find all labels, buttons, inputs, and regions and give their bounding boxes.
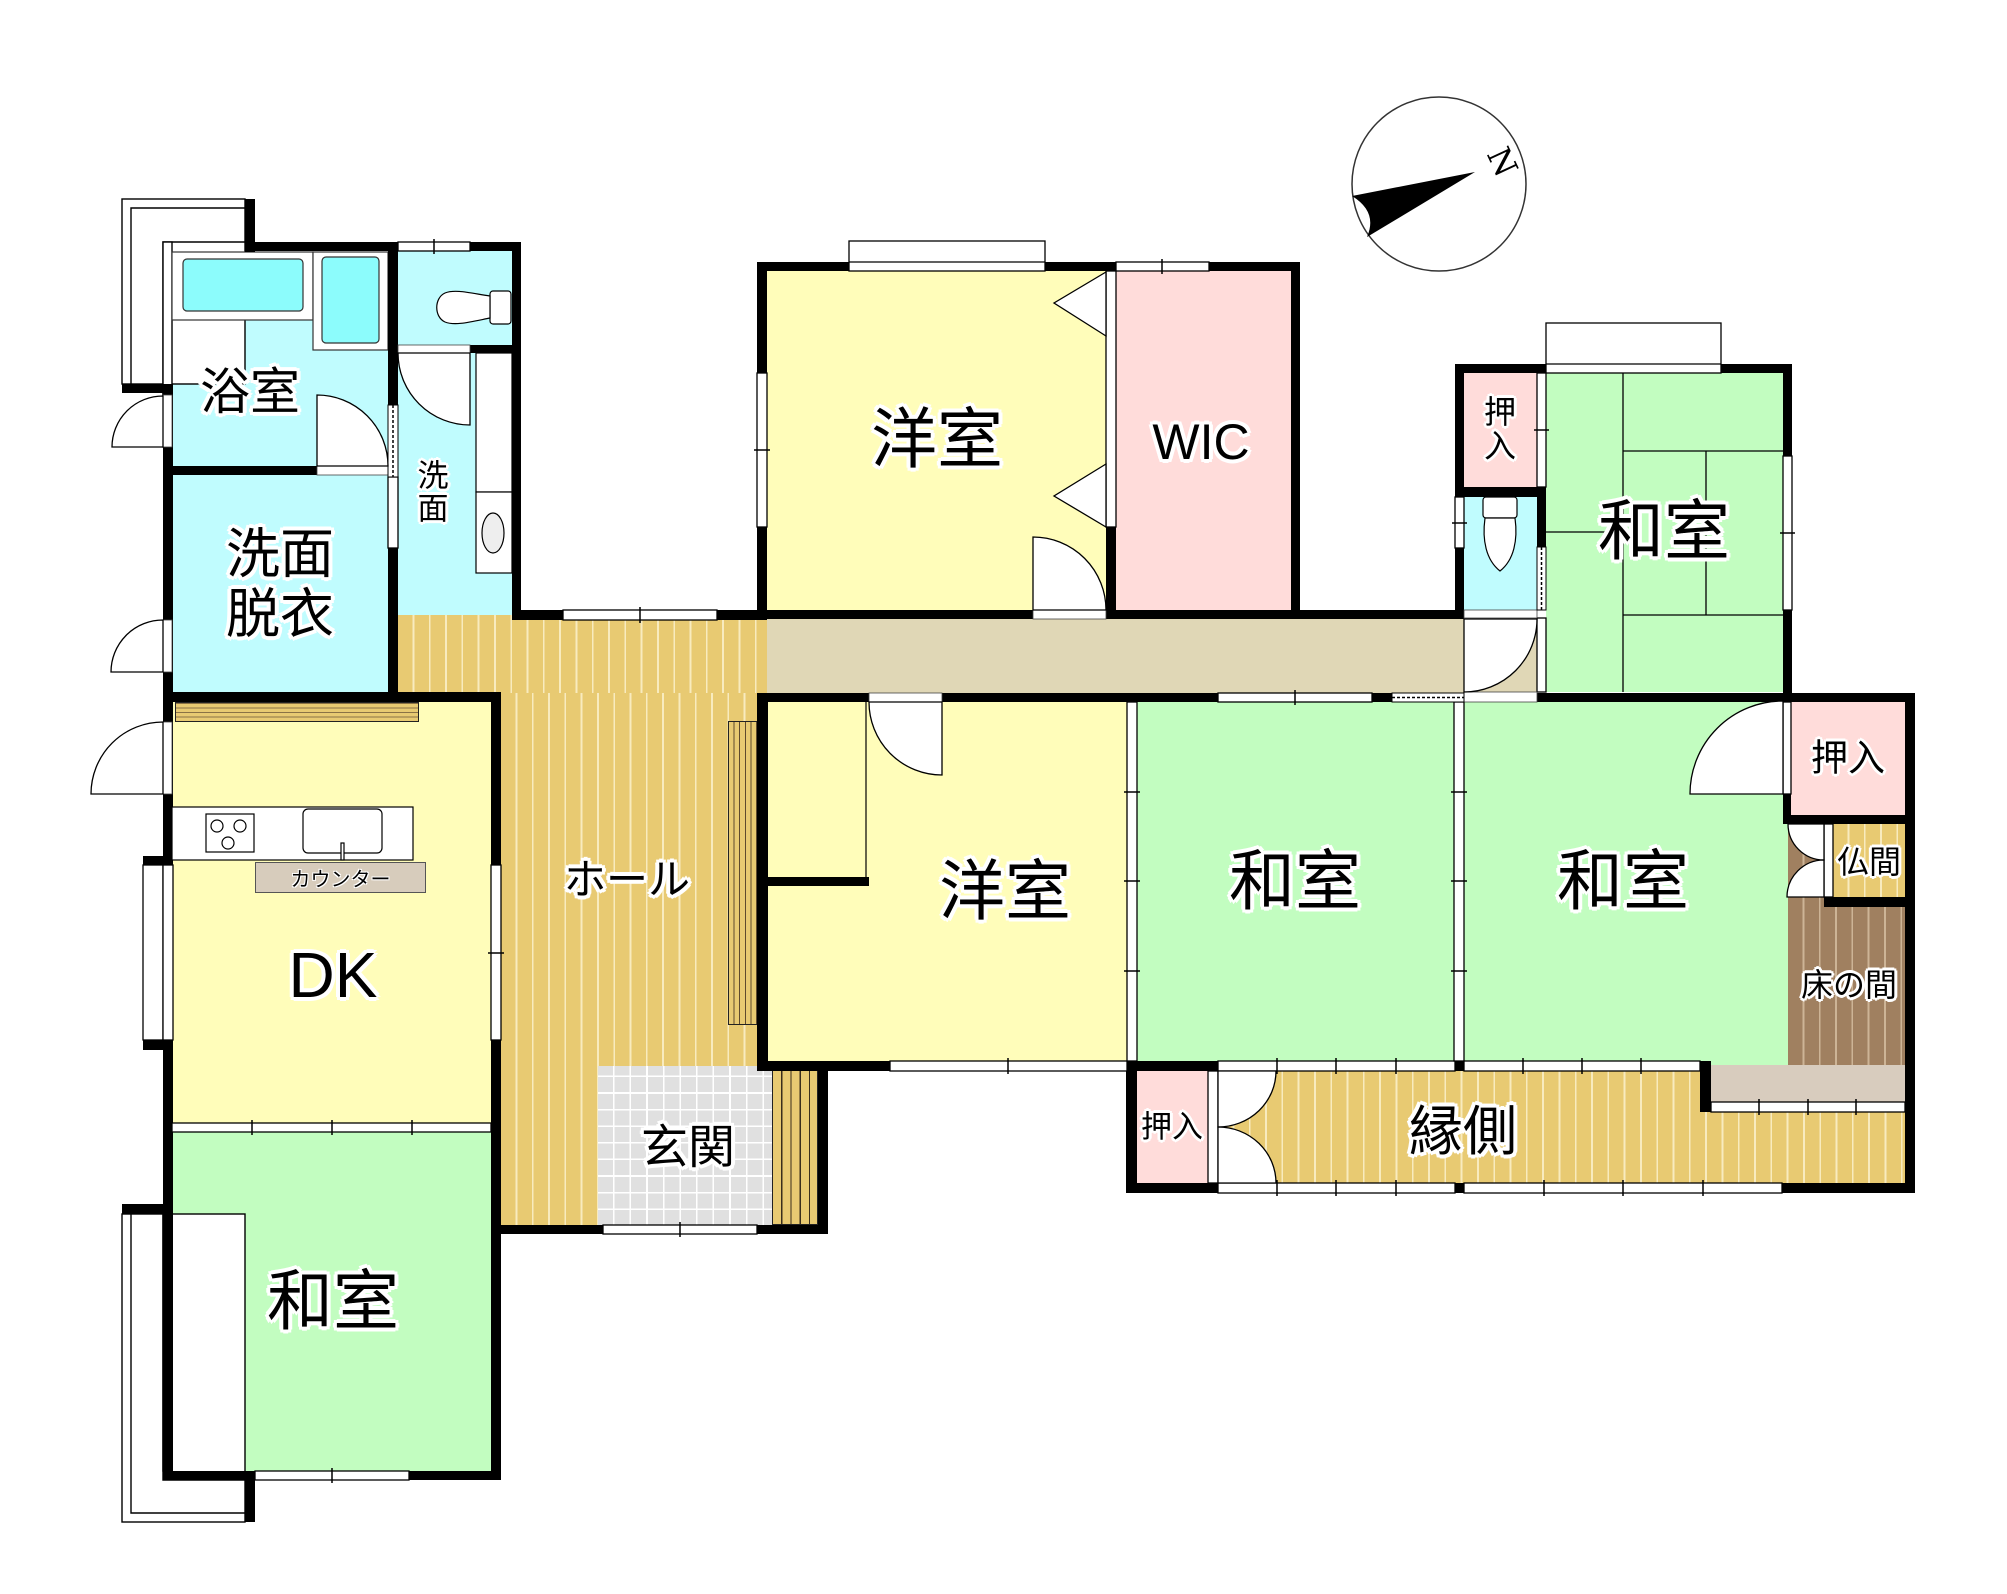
label-dressing-room: 洗面 脱衣 [226, 522, 334, 646]
label-dressing-line-1: 洗面 [226, 522, 334, 586]
wic-partition [1105, 270, 1117, 528]
door-bath-exterior[interactable] [111, 395, 164, 448]
label-western-room-center: 洋室 [939, 853, 1071, 930]
toilet-icon [436, 290, 512, 325]
label-closet-north: 押 入 [1483, 393, 1517, 465]
sliding-doors-dashed [387, 404, 1547, 703]
sliding-door-closet-south[interactable] [1207, 1070, 1219, 1184]
label-dining-kitchen: DK [288, 939, 378, 1011]
label-entrance: 玄関 [641, 1120, 735, 1176]
room-hall-upper [398, 615, 767, 693]
window-ticks [251, 239, 1857, 1483]
corridor [767, 619, 1537, 693]
label-western-room-north: 洋室 [871, 401, 1003, 478]
sliding-door-dressing[interactable] [387, 476, 399, 549]
door-butsuma-bottom[interactable] [1786, 859, 1825, 898]
window-dk-west-outer [142, 864, 164, 1041]
label-washroom: 洗 面 [417, 458, 449, 528]
folding-door-wic-1[interactable] [1052, 270, 1107, 338]
kitchen-shelf [175, 702, 419, 722]
window-dk-west-inner [162, 864, 174, 1041]
label-engawa: 縁側 [1409, 1100, 1517, 1163]
label-closet-south: 押入 [1141, 1109, 1203, 1146]
room-dressing [172, 475, 388, 692]
room-dining-kitchen [172, 702, 491, 1123]
sliding-screen-northeast[interactable] [1536, 617, 1547, 693]
folding-door-wic-2[interactable] [1052, 462, 1107, 529]
label-japanese-room-east: 和室 [1557, 843, 1689, 920]
room-butsuma [1833, 824, 1905, 897]
room-closet-south [1137, 1071, 1208, 1183]
room-closet-east [1791, 702, 1905, 815]
label-japanese-room-southwest: 和室 [267, 1263, 399, 1340]
door-western-center[interactable] [868, 701, 943, 776]
shoe-cabinet [772, 1070, 818, 1225]
door-dk-exterior[interactable] [90, 721, 164, 795]
wash-basin-icon [475, 352, 513, 574]
label-japanese-room-northeast: 和室 [1598, 493, 1730, 570]
door-toilet-east[interactable] [1463, 618, 1538, 693]
label-closet-north-char-1: 押 [1483, 393, 1517, 432]
label-closet-east: 押入 [1811, 736, 1885, 780]
room-entrance [598, 1066, 772, 1225]
room-japanese-center [1137, 702, 1454, 1061]
room-closet-north [1464, 373, 1537, 487]
compass-needle-icon [1352, 172, 1475, 237]
compass: N [1351, 96, 1527, 272]
door-swings [90, 270, 1825, 1184]
label-closet-north-char-2: 入 [1483, 427, 1517, 465]
kitchen-counter-icon [171, 806, 414, 861]
door-engawa-bottom[interactable] [1217, 1126, 1277, 1184]
label-dressing-line-2: 脱衣 [226, 583, 334, 646]
door-butsuma-top[interactable] [1787, 823, 1825, 861]
door-thresholds [162, 344, 1538, 795]
label-washroom-char-1: 洗 [417, 458, 449, 495]
door-bath[interactable] [316, 394, 389, 467]
compass-ring [1351, 96, 1527, 272]
tatami-lines [1546, 373, 1783, 692]
kitchen-counter: カウンター [255, 862, 426, 893]
room-walk-in-closet [1116, 271, 1291, 610]
label-washroom-char-2: 面 [417, 492, 449, 528]
sliding-door-closet-east[interactable] [1782, 701, 1792, 795]
window-western-north-bay [848, 240, 1046, 272]
toilet-icon [1482, 496, 1518, 572]
label-hall: ホール [563, 855, 691, 904]
door-toilet-west[interactable] [397, 352, 471, 426]
label-walk-in-closet: WIC [1152, 414, 1250, 470]
engawa-alcove [1710, 1065, 1905, 1102]
counter-label: カウンター [290, 867, 391, 891]
bathtub-icon [171, 251, 389, 351]
label-bath: 浴室 [200, 363, 300, 421]
door-dressing-exterior[interactable] [110, 619, 164, 673]
window-japanese-northeast-bay [1545, 322, 1722, 374]
label-japanese-room-center: 和室 [1229, 843, 1361, 920]
label-butsuma: 仏間 [1836, 843, 1902, 881]
door-closet-east[interactable] [1689, 700, 1784, 795]
label-tokonoma: 床の間 [1800, 966, 1898, 1004]
door-western-north[interactable] [1032, 536, 1107, 611]
door-engawa-top[interactable] [1217, 1070, 1277, 1128]
butsuma-partition [1823, 823, 1834, 898]
